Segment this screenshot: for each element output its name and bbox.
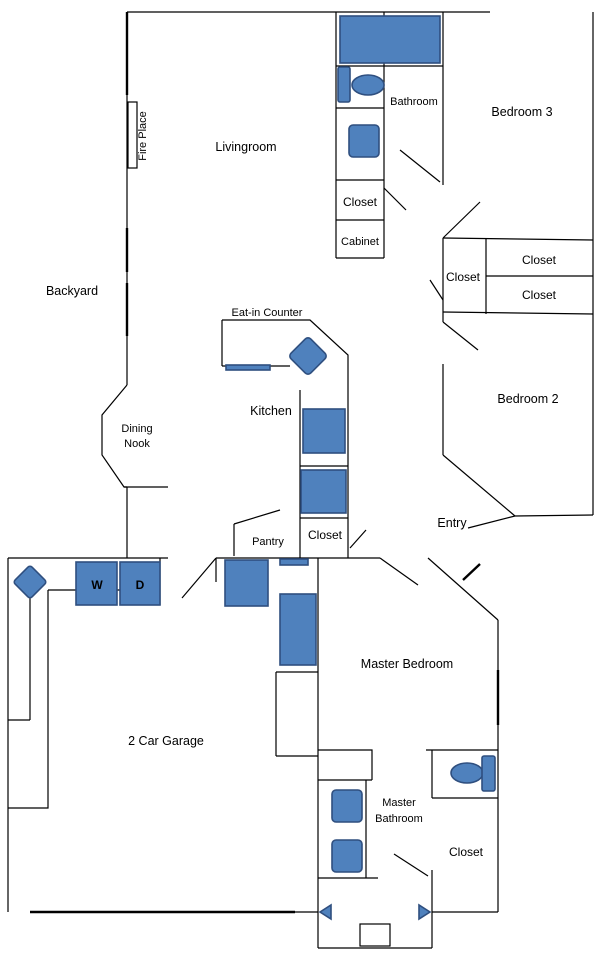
eat-in-counter-label: Eat-in Counter — [232, 307, 303, 319]
bedroom2-label: Bedroom 2 — [497, 392, 558, 406]
toilet-bowl-icon — [351, 74, 385, 96]
dining-nook-label-line1: Dining — [121, 423, 152, 435]
closet-b2-label: Closet — [522, 288, 557, 302]
backyard-label: Backyard — [46, 284, 98, 298]
pantry-shelf-icon — [224, 559, 269, 607]
bathroom-label: Bathroom — [390, 96, 438, 108]
fixtures — [13, 15, 496, 921]
closet-kitchen-label: Closet — [308, 528, 343, 542]
bathroom-sink-icon — [348, 124, 380, 158]
dining-nook-label-line2: Nook — [124, 438, 150, 450]
master-bedroom-label: Master Bedroom — [361, 657, 453, 671]
fireplace-label: Fire Place — [137, 111, 149, 161]
closet-b3-label: Closet — [522, 253, 557, 267]
master-toilet-bowl-icon — [450, 762, 484, 784]
garage-label: 2 Car Garage — [128, 734, 204, 748]
dryer-icon — [119, 561, 161, 606]
kitchen-label: Kitchen — [250, 404, 292, 418]
master-bathroom-label-line1: Master — [382, 797, 416, 809]
bathtub-icon — [339, 15, 441, 64]
fireplace: Fire Place — [127, 101, 149, 169]
kitchen-sink-icon — [289, 337, 327, 375]
labels: Livingroom Bathroom Bedroom 3 Fire Place… — [46, 96, 559, 859]
cabinet-label: Cabinet — [341, 236, 379, 248]
washer-icon — [75, 561, 118, 606]
shower-right-icon — [418, 903, 432, 921]
laundry-sink-icon — [13, 565, 47, 599]
shower-left-icon — [318, 903, 332, 921]
dryer-label: D — [136, 578, 145, 592]
master-bathroom-label-line2: Bathroom — [375, 813, 423, 825]
closet-master-label: Closet — [449, 845, 484, 859]
livingroom-label: Livingroom — [215, 140, 276, 154]
toilet-tank-icon — [337, 66, 351, 103]
closet-center-label: Closet — [446, 270, 481, 284]
counter-edge-icon — [225, 364, 271, 371]
bedroom3-label: Bedroom 3 — [491, 105, 552, 119]
pantry-label: Pantry — [252, 536, 284, 548]
stove-icon — [302, 408, 346, 454]
master-sink-2-icon — [331, 839, 363, 873]
entry-label: Entry — [437, 516, 467, 530]
dresser-icon — [279, 593, 317, 666]
master-toilet-tank-icon — [481, 755, 496, 792]
refrigerator-icon — [300, 469, 347, 514]
closet-shelf-icon — [279, 558, 309, 566]
washer-label: W — [91, 578, 103, 592]
closet-hall-label: Closet — [343, 195, 378, 209]
master-sink-1-icon — [331, 789, 363, 823]
